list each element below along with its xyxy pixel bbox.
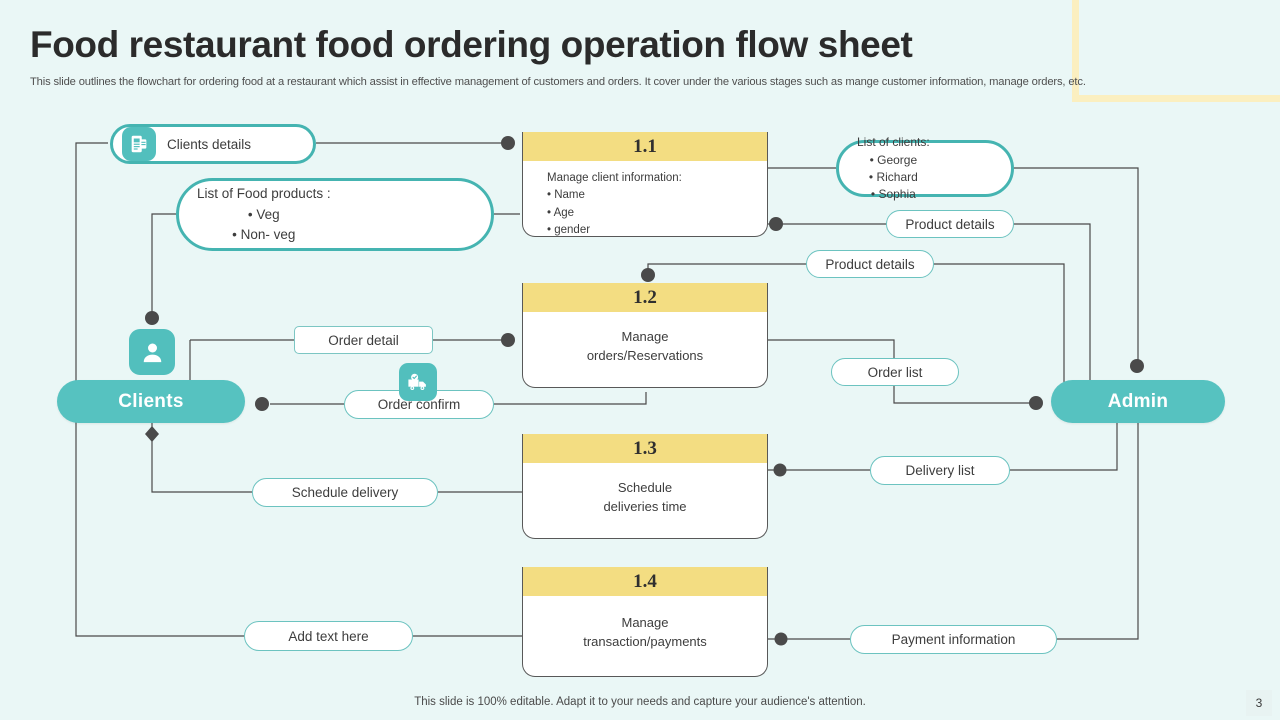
process-1-1[interactable]: 1.1 Manage client information: Name Age … — [522, 132, 768, 237]
data-store-product-details-top[interactable]: Product details — [886, 210, 1014, 238]
process-1-2[interactable]: 1.2 Manage orders/Reservations — [522, 283, 768, 388]
process-1-1-heading: Manage client information: — [547, 172, 682, 184]
food-products-content: List of Food products : Veg Non- veg — [179, 184, 331, 246]
food-products-heading: List of Food products : — [197, 185, 331, 201]
list-of-clients-heading: List of clients: — [857, 134, 930, 149]
clients-details-label: Clients details — [167, 136, 252, 152]
process-1-4[interactable]: 1.4 Manage transaction/payments — [522, 567, 768, 677]
data-store-delivery-list[interactable]: Delivery list — [870, 456, 1010, 485]
payment-information-label: Payment information — [891, 632, 1016, 647]
list-item: Non- veg — [197, 225, 331, 245]
list-item: gender — [547, 222, 755, 239]
process-1-2-body: Manage orders/Reservations — [586, 329, 704, 363]
delivery-list-label: Delivery list — [905, 463, 975, 478]
order-detail-label: Order detail — [328, 332, 399, 348]
process-1-3-number: 1.3 — [523, 434, 767, 463]
product-details-top-label: Product details — [905, 216, 995, 232]
process-1-3[interactable]: 1.3 Schedule deliveries time — [522, 434, 768, 539]
junction-dots — [145, 136, 1144, 646]
entity-clients[interactable]: Clients — [57, 380, 245, 423]
process-1-1-items: Name Age gender — [547, 187, 755, 239]
footer-note: This slide is 100% editable. Adapt it to… — [414, 696, 866, 708]
entity-admin[interactable]: Admin — [1051, 380, 1225, 423]
process-1-2-number: 1.2 — [523, 283, 767, 312]
list-item: Veg — [197, 205, 331, 225]
data-store-food-products[interactable]: List of Food products : Veg Non- veg — [176, 178, 494, 251]
data-store-order-list[interactable]: Order list — [831, 358, 959, 386]
list-item: Name — [547, 187, 755, 204]
list-item: George — [857, 152, 930, 169]
order-confirm-label: Order confirm — [377, 397, 461, 412]
data-store-product-details-mid[interactable]: Product details — [806, 250, 934, 278]
document-icon — [122, 127, 156, 161]
process-1-1-number: 1.1 — [523, 132, 767, 161]
page-subtitle: This slide outlines the flowchart for or… — [30, 76, 1086, 88]
entity-admin-label: Admin — [1107, 390, 1169, 412]
delivery-truck-icon — [399, 363, 437, 401]
data-store-list-of-clients[interactable]: List of clients: George Richard Sophia — [836, 135, 1014, 201]
data-store-schedule-delivery[interactable]: Schedule delivery — [252, 478, 438, 507]
list-item: Sophia — [857, 186, 930, 203]
page-number-badge: 3 — [1246, 690, 1272, 716]
process-1-4-number: 1.4 — [523, 567, 767, 596]
add-text-here-label: Add text here — [288, 628, 369, 644]
data-store-add-text-here[interactable]: Add text here — [244, 621, 413, 651]
process-1-1-body: Manage client information: Name Age gend… — [523, 161, 767, 249]
food-products-items: Veg Non- veg — [197, 205, 331, 246]
entity-clients-label: Clients — [118, 390, 184, 412]
list-item: Age — [547, 205, 755, 222]
data-store-payment-information[interactable]: Payment information — [850, 625, 1057, 654]
process-1-3-body: Schedule deliveries time — [603, 480, 687, 514]
list-item: Richard — [857, 169, 930, 186]
list-of-clients-items: George Richard Sophia — [857, 152, 930, 203]
data-store-order-detail[interactable]: Order detail — [294, 326, 433, 354]
schedule-delivery-label: Schedule delivery — [291, 485, 399, 500]
page-title: Food restaurant food ordering operation … — [30, 24, 913, 65]
list-of-clients-content: List of clients: George Richard Sophia — [839, 134, 930, 203]
process-1-4-body: Manage transaction/payments — [583, 615, 707, 649]
user-icon — [129, 329, 175, 375]
product-details-mid-label: Product details — [825, 256, 915, 272]
order-list-label: Order list — [867, 364, 923, 380]
